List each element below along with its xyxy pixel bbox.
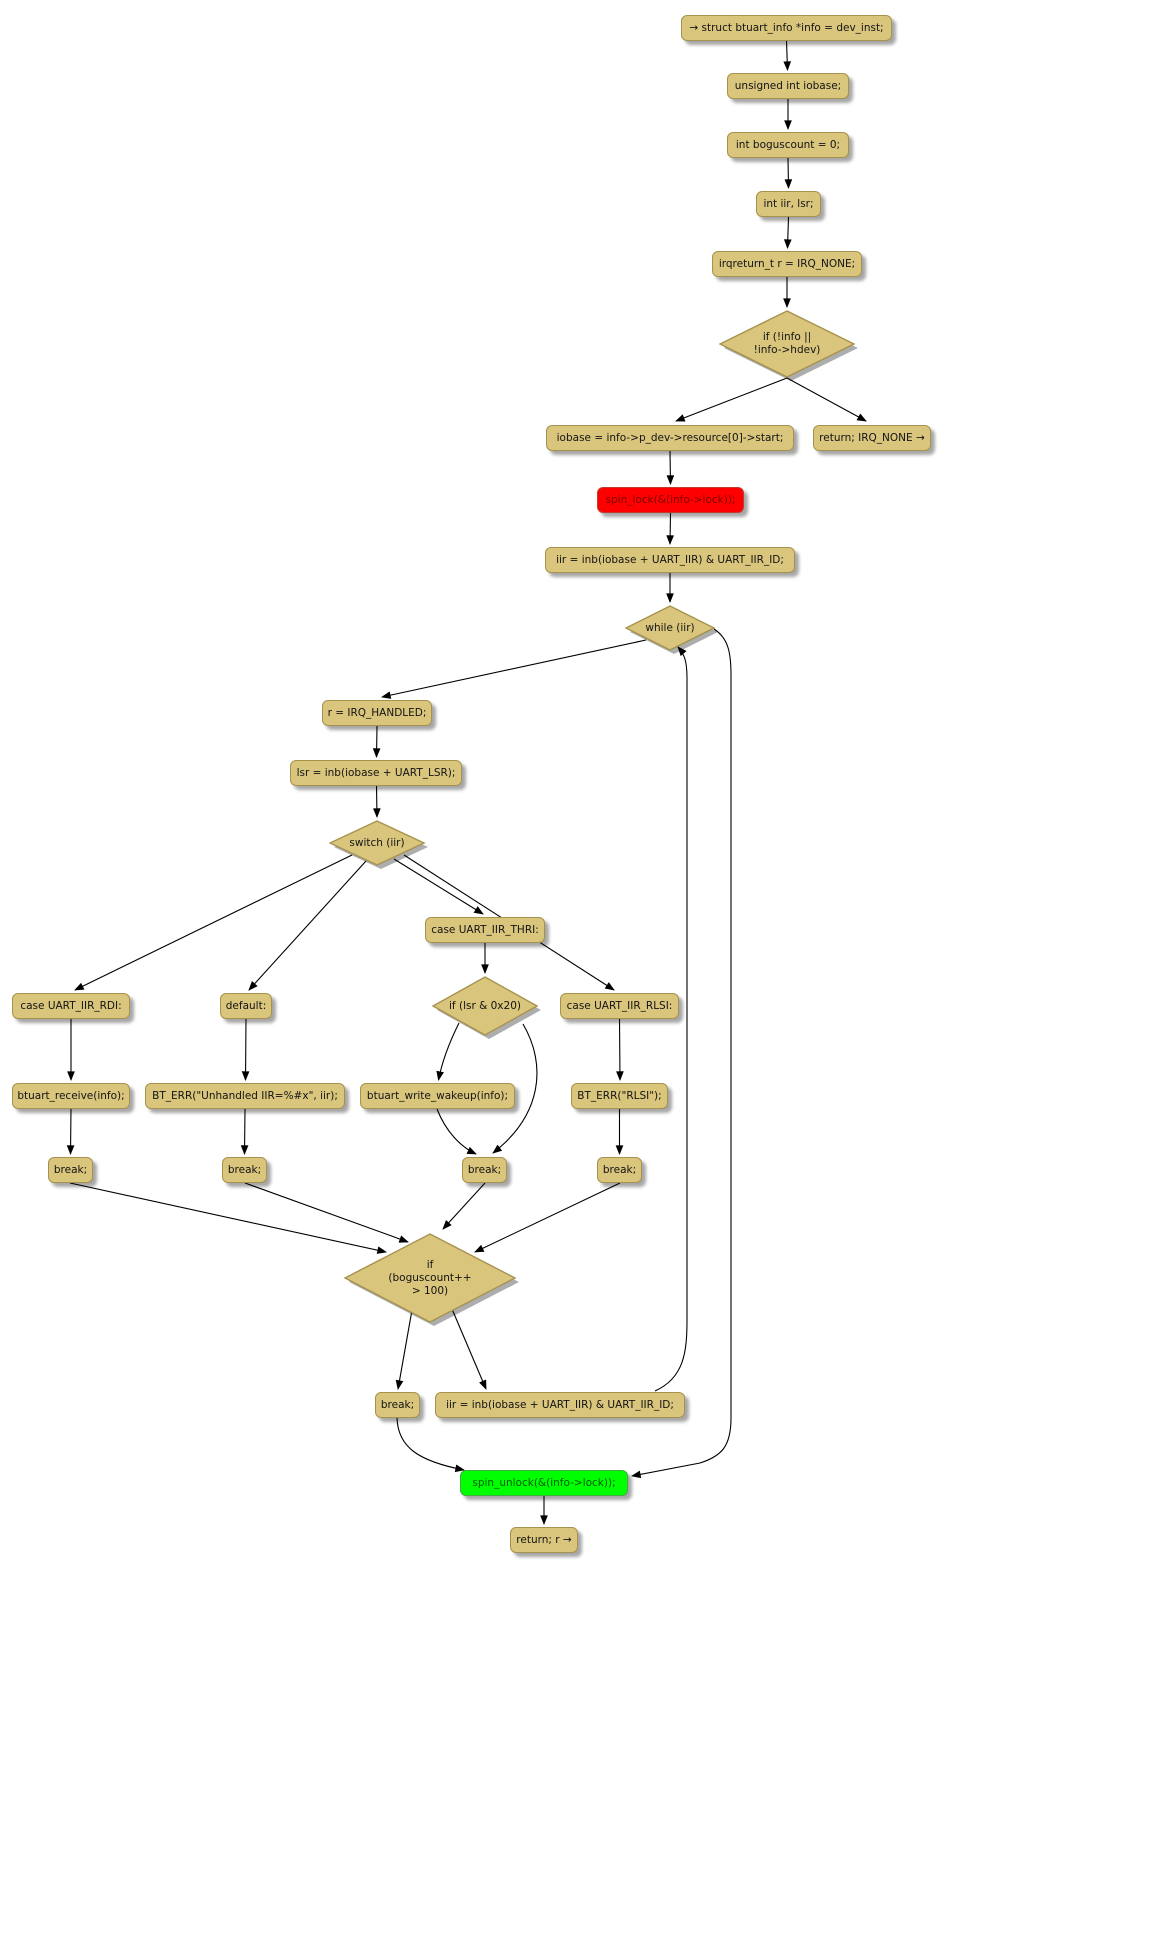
edge-switch-to-thri (393, 858, 484, 915)
stmt-declare-boguscount: int boguscount = 0; (727, 132, 849, 158)
decision-info-null: if (!info || !info->hdev) (719, 310, 860, 383)
stmt-declare-info: → struct btuart_info *info = dev_inst; (681, 15, 892, 41)
edge-bogus-true-break (395, 1309, 413, 1390)
stmt-break-rlsi: break; (597, 1157, 642, 1183)
stmt-case-thri: case UART_IIR_THRI: (425, 917, 545, 943)
decision-label: switch (iir) (329, 820, 425, 866)
stmt-declare-iir-lsr: int iir, lsr; (756, 191, 821, 217)
edge-switch-to-rdi (74, 854, 353, 991)
label-line: if (lsr & 0x20) (449, 999, 521, 1012)
edge-iirlsr-to-r (783, 216, 792, 249)
stmt-case-default: default: (220, 993, 272, 1019)
edge-break-thri-to-bogus (442, 1182, 486, 1230)
edge-while-true (381, 639, 647, 699)
edge-spinlock-to-readiir1 (666, 512, 674, 545)
decision-label: if (!info || !info->hdev) (719, 310, 855, 378)
stmt-case-rdi: case UART_IIR_RDI: (12, 993, 130, 1019)
label-line: switch (iir) (349, 836, 405, 849)
label-line: !info->hdev) (753, 344, 821, 356)
label-line: while (iir) (645, 621, 695, 634)
stmt-call-bt-err-unhandled: BT_ERR("Unhandled IIR=%#x", iir); (145, 1083, 345, 1109)
diamond-shape (625, 605, 718, 654)
diamond-shape (719, 310, 858, 381)
edge-readlsr-to-switch (373, 785, 381, 818)
edge-while-false-to-unlock (631, 628, 732, 1479)
edge-default-to-bterr (241, 1018, 250, 1081)
stmt-assign-r-handled: r = IRQ_HANDLED; (322, 700, 432, 726)
edge-break-rlsi-to-bogus (474, 1182, 621, 1253)
edge-condlsr-true-wakeup (436, 1022, 460, 1081)
stmt-call-write-wakeup: btuart_write_wakeup(info); (360, 1083, 515, 1109)
decision-boguscount: if (boguscount++ > 100) (344, 1233, 521, 1328)
stmt-declare-iobase: unsigned int iobase; (727, 73, 849, 99)
stmt-declare-r: irqreturn_t r = IRQ_NONE; (712, 251, 862, 277)
stmt-assign-iobase: iobase = info->p_dev->resource[0]->start… (546, 425, 794, 451)
edge-info-to-iobase-decl (783, 40, 792, 71)
edge-break-default-to-bogus (244, 1182, 409, 1243)
stmt-break-thri: break; (462, 1157, 507, 1183)
decision-label: if (boguscount++ > 100) (344, 1233, 516, 1323)
stmt-break-default: break; (222, 1157, 267, 1183)
stmt-read-lsr: lsr = inb(iobase + UART_LSR); (290, 760, 462, 786)
edge-wakeup-to-break (436, 1108, 477, 1155)
decision-while-iir: while (iir) (625, 605, 720, 656)
edge-condlsr-false-break (492, 1023, 538, 1154)
stmt-return-r: return; r → (510, 1527, 578, 1553)
diamond-shape (344, 1233, 519, 1326)
edge-break-rdi-to-bogus (69, 1182, 387, 1254)
edge-rhandled-to-readlsr (372, 725, 381, 758)
diamond-shape (432, 976, 541, 1039)
edge-assign-iobase-to-spinlock (666, 450, 675, 485)
edge-rlsi-to-bterr-rlsi (616, 1018, 624, 1081)
edge-infocheck-false (675, 377, 788, 422)
stmt-return-irq-none: return; IRQ_NONE → (813, 425, 931, 451)
label-line: > 100) (411, 1284, 449, 1297)
edge-bterr-to-break (240, 1108, 249, 1155)
stmt-break-rdi: break; (48, 1157, 93, 1183)
stmt-read-iir-1: iir = inb(iobase + UART_IIR) & UART_IIR_… (545, 547, 795, 573)
stmt-call-bt-err-rlsi: BT_ERR("RLSI"); (571, 1083, 668, 1109)
decision-switch-iir: switch (iir) (329, 820, 430, 871)
edge-boguscount-to-iirlsr (784, 157, 793, 189)
edge-readiir2-back-to-while (654, 646, 688, 1392)
stmt-break-loop: break; (375, 1392, 420, 1418)
diamond-shape (329, 820, 428, 869)
edge-break-loop-to-unlock (396, 1417, 465, 1473)
label-line: (boguscount++ (388, 1271, 472, 1284)
decision-label: while (iir) (625, 605, 715, 651)
stmt-spin-lock: spin_lock(&(info->lock)); (597, 487, 744, 513)
edge-receive-to-break (66, 1108, 75, 1155)
stmt-case-rlsi: case UART_IIR_RLSI: (560, 993, 679, 1019)
edge-switch-to-default (248, 860, 367, 991)
decision-lsr-thre: if (lsr & 0x20) (432, 976, 543, 1041)
stmt-call-receive: btuart_receive(info); (12, 1083, 130, 1109)
edge-bogus-false-readiir2 (451, 1308, 487, 1390)
stmt-spin-unlock: spin_unlock(&(info->lock)); (460, 1470, 628, 1496)
label-line: if (!info || (762, 331, 812, 343)
edge-infocheck-true-return (786, 377, 867, 422)
stmt-read-iir-2: iir = inb(iobase + UART_IIR) & UART_IIR_… (435, 1392, 685, 1418)
decision-label: if (lsr & 0x20) (432, 976, 538, 1036)
label-line: if (426, 1258, 434, 1271)
